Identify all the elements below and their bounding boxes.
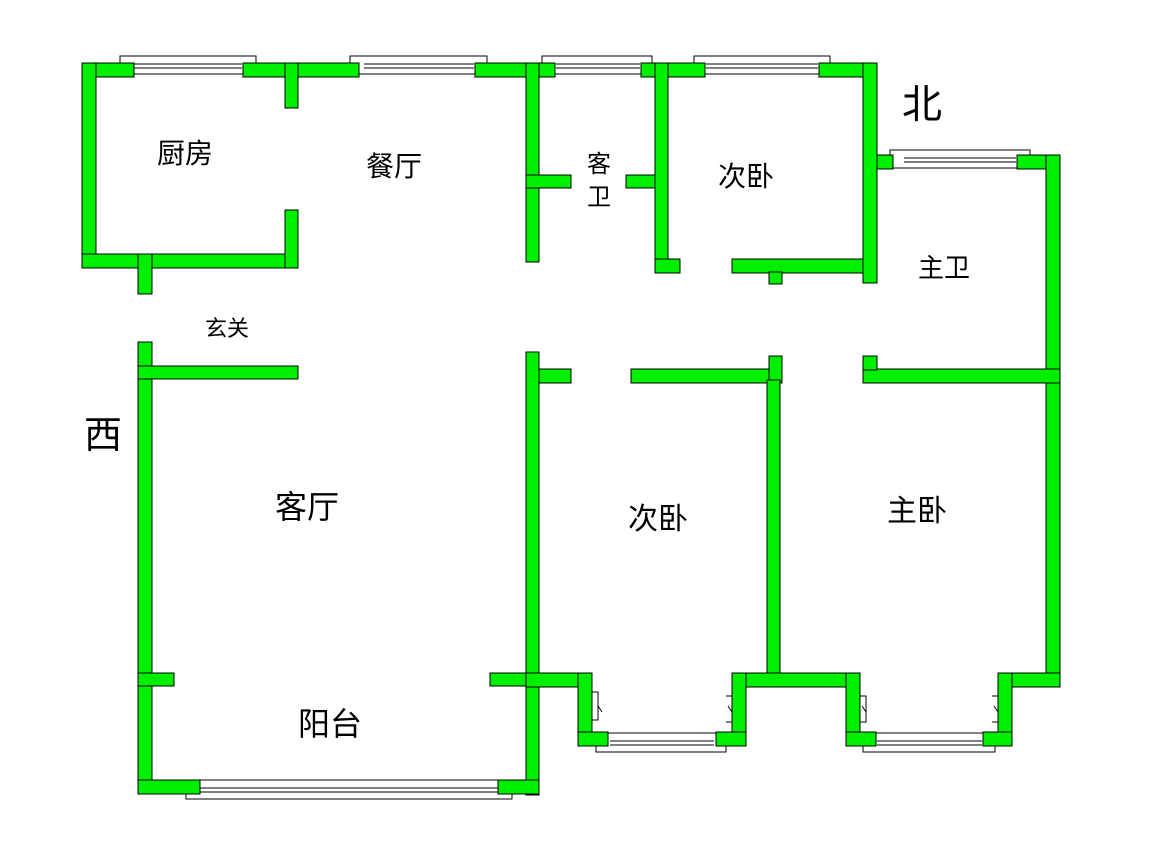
room-label-second-bedroom-north: 次卧 <box>718 160 774 193</box>
room-label-second-bedroom-south: 次卧 <box>628 502 688 537</box>
window-north-bedroom <box>693 55 831 75</box>
wall-bedroom-divider <box>766 379 781 681</box>
room-label-kitchen: 厨房 <box>157 137 213 170</box>
wall-corridor-post <box>768 355 783 384</box>
wall-north-bath-right <box>640 62 706 78</box>
room-label-entrance: 玄关 <box>205 317 249 342</box>
wall-bedroom-north-door-stub <box>654 258 681 274</box>
room-label-guest-bath-2: 卫 <box>587 183 611 211</box>
wall-south-bedroom-base-right <box>731 672 859 688</box>
compass-west: 西 <box>84 413 122 457</box>
wall-bay2-bottom-right <box>982 731 1013 747</box>
wall-guest-bath-stub-west <box>525 174 572 189</box>
wall-south-balcony-right <box>497 779 540 795</box>
wall-east-exterior <box>1045 154 1061 688</box>
wall-bedroom-north-south-tab <box>768 271 783 285</box>
room-label-living-room: 客厅 <box>275 488 339 526</box>
window-dining <box>349 55 488 75</box>
room-label-master-bedroom: 主卧 <box>887 494 947 529</box>
wall-north-dining-right <box>474 62 556 78</box>
wall-kitchen-east-upper <box>284 62 299 109</box>
compass-north: 北 <box>902 82 942 128</box>
wall-balcony-stub-west <box>137 672 175 687</box>
wall-south-balcony-left <box>137 779 201 795</box>
room-label-dining: 餐厅 <box>366 150 422 183</box>
window-glass-lines <box>134 63 1016 793</box>
wall-dining-east <box>525 62 540 263</box>
wall-master-bath-south <box>862 368 1061 384</box>
wall-west-kitchen <box>81 62 97 269</box>
window-kitchen <box>119 55 257 75</box>
wall-bay1-bottom-left <box>577 731 609 747</box>
window-balcony <box>185 779 513 800</box>
room-label-balcony: 阳台 <box>298 705 362 743</box>
wall-bedroom-north-south <box>731 258 864 274</box>
walls <box>81 62 1061 796</box>
wall-bedroom-north-east <box>862 62 878 284</box>
wall-entrance-south <box>137 365 299 380</box>
wall-corridor-south <box>630 368 783 384</box>
room-label-master-bath: 主卫 <box>918 254 970 284</box>
wall-bay1-bottom-right <box>715 731 747 747</box>
wall-west-entrance-stub <box>137 253 153 295</box>
bay-details <box>592 691 999 723</box>
wall-bay2-bottom-left <box>845 731 877 747</box>
room-label-guest-bath-1: 客 <box>587 150 611 178</box>
wall-north-kitchen-mid <box>242 62 360 78</box>
window-south-bedroom <box>595 732 727 753</box>
window-guest-bath <box>541 55 653 75</box>
wall-guest-bath-east <box>654 62 669 274</box>
wall-living-east <box>525 351 540 796</box>
window-master-bedroom <box>862 732 996 753</box>
wall-kitchen-east-lower <box>284 209 299 269</box>
wall-south-kitchen <box>81 253 299 269</box>
wall-master-bath-north <box>876 154 894 170</box>
wall-west-living <box>137 341 153 794</box>
wall-master-bath-door-post <box>862 355 878 371</box>
window-master-bath <box>889 149 1031 169</box>
